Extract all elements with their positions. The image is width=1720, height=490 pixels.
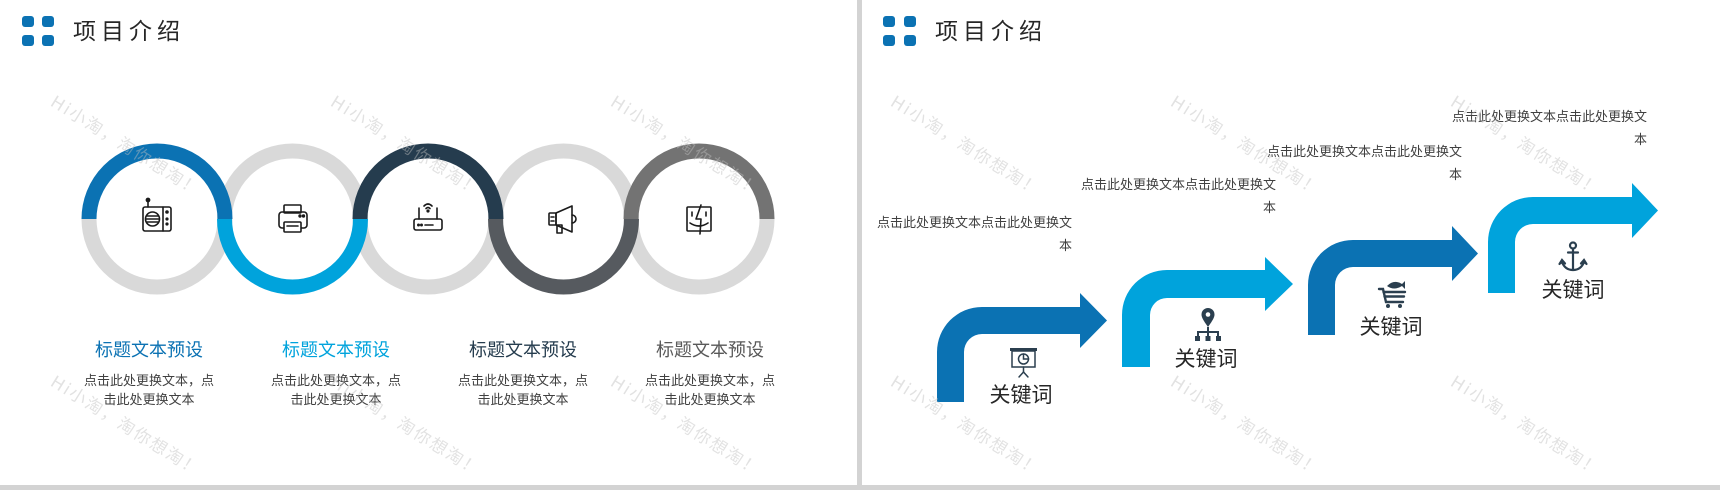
ring-2-bottom-arc <box>217 218 368 295</box>
location-org-chart-icon <box>1195 308 1221 341</box>
step-arrows <box>937 183 1658 402</box>
step-1-description: 点击此处更换文本点击此处更换文 本 <box>832 212 1072 258</box>
caption-desc-line: 点击此处更换文本，点 <box>457 374 588 389</box>
step-desc-line: 本 <box>1058 239 1072 254</box>
logo-square <box>904 16 916 27</box>
megaphone-icon <box>548 205 577 234</box>
caption-desc-line: 击此处更换文本 <box>477 393 569 408</box>
caption-desc-line: 点击此处更换文本，点 <box>644 374 775 389</box>
step-2-keyword: 关键词 <box>1174 347 1238 371</box>
finder-icon <box>686 204 712 235</box>
shopping-cart-icon <box>1377 281 1407 308</box>
presentation-board-icon <box>1010 348 1037 378</box>
caption-description: 点击此处更换文本，点 击此处更换文本 <box>49 372 249 410</box>
step-desc-line: 本 <box>1262 201 1276 216</box>
step-3-description: 点击此处更换文本点击此处更换文 本 <box>1222 141 1462 187</box>
caption-1: 标题文本预设 点击此处更换文本，点 击此处更换文本 <box>49 339 249 410</box>
ring-2-top-arc <box>217 143 368 220</box>
caption-title: 标题文本预设 <box>95 340 203 361</box>
step-desc-line: 点击此处更换文本点击此处更换文 <box>1266 145 1462 160</box>
step-1-keyword: 关键词 <box>989 383 1053 407</box>
logo-square <box>883 35 895 46</box>
four-squares-icon <box>22 16 54 46</box>
logo-square <box>22 35 34 46</box>
step-desc-line: 点击此处更换文本点击此处更换文 <box>876 216 1072 231</box>
router-icon <box>413 203 443 231</box>
caption-description: 点击此处更换文本，点 击此处更换文本 <box>610 372 810 410</box>
ring-4-bottom-arc <box>488 218 639 295</box>
ring-chain <box>81 143 775 295</box>
caption-title: 标题文本预设 <box>656 340 764 361</box>
step-3-arrow <box>1308 226 1478 335</box>
logo-square <box>42 16 54 27</box>
printer-icon <box>278 204 308 233</box>
logo-square <box>42 35 54 46</box>
slide-divider <box>857 0 862 490</box>
step-1-arrow <box>937 293 1107 402</box>
step-2-description: 点击此处更换文本点击此处更换文 本 <box>1036 174 1276 220</box>
ring-3-top-arc <box>352 143 504 220</box>
bottom-border <box>0 485 1720 490</box>
step-desc-line: 本 <box>1448 168 1462 183</box>
caption-desc-line: 击此处更换文本 <box>290 393 382 408</box>
step-3-keyword: 关键词 <box>1359 315 1423 339</box>
step-desc-line: 本 <box>1633 133 1647 148</box>
caption-description: 点击此处更换文本，点 击此处更换文本 <box>236 372 436 410</box>
logo-square <box>883 16 895 27</box>
ring-1-top-arc <box>81 143 233 220</box>
ring-4-top-arc <box>488 143 639 220</box>
caption-title: 标题文本预设 <box>469 340 577 361</box>
caption-desc-line: 击此处更换文本 <box>103 393 195 408</box>
step-desc-line: 点击此处更换文本点击此处更换文 <box>1451 110 1647 125</box>
step-desc-line: 点击此处更换文本点击此处更换文 <box>1080 178 1276 193</box>
four-squares-icon <box>883 16 916 46</box>
caption-desc-line: 点击此处更换文本，点 <box>270 374 401 389</box>
caption-desc-line: 击此处更换文本 <box>664 393 756 408</box>
ring-5-bottom-arc <box>623 218 775 295</box>
step-4-arrow <box>1488 183 1658 293</box>
page-title: 项目介绍 <box>73 19 185 45</box>
ring-1-bottom-arc <box>81 218 233 295</box>
caption-title: 标题文本预设 <box>282 340 390 361</box>
step-4-keyword: 关键词 <box>1541 278 1605 302</box>
caption-4: 标题文本预设 点击此处更换文本，点 击此处更换文本 <box>610 339 810 410</box>
step-4-description: 点击此处更换文本点击此处更换文 本 <box>1407 106 1647 152</box>
step-2-arrow <box>1122 257 1293 367</box>
logo-square <box>22 16 34 27</box>
caption-desc-line: 点击此处更换文本，点 <box>83 374 214 389</box>
logo-square <box>904 35 916 46</box>
caption-description: 点击此处更换文本，点 击此处更换文本 <box>423 372 623 410</box>
radio-icon <box>142 197 172 232</box>
page-title: 项目介绍 <box>935 19 1047 45</box>
ring-5-top-arc <box>623 143 775 220</box>
ring-3-bottom-arc <box>352 218 504 295</box>
caption-3: 标题文本预设 点击此处更换文本，点 击此处更换文本 <box>423 339 623 410</box>
anchor-icon <box>1558 241 1588 272</box>
caption-2: 标题文本预设 点击此处更换文本，点 击此处更换文本 <box>236 339 436 410</box>
